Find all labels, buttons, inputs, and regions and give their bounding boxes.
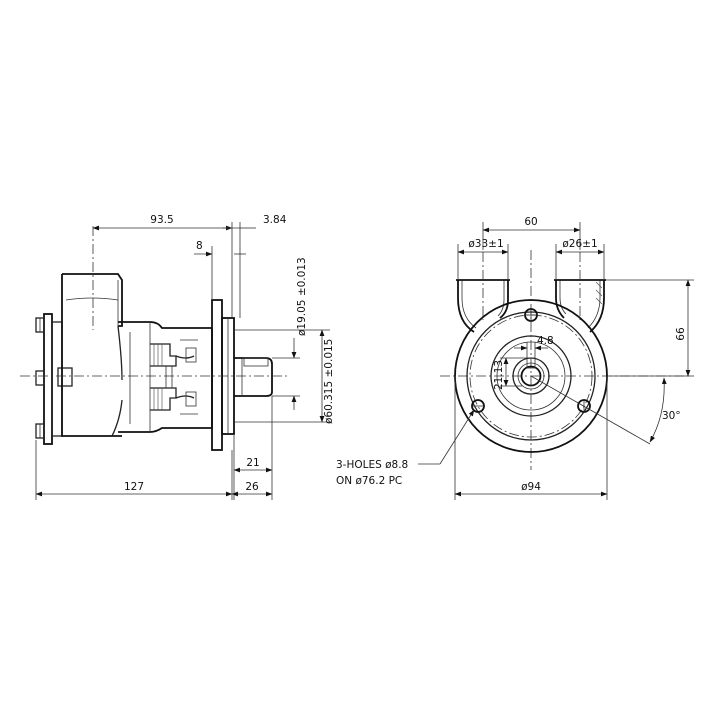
dim-3-84: 3.84 xyxy=(222,214,287,318)
dim-angle-30: 30° xyxy=(530,375,681,445)
dim-21-label: 21 xyxy=(246,457,259,469)
dim-angle-30-label: 30° xyxy=(662,410,681,422)
dim-94-label: ø94 xyxy=(521,481,541,493)
dim-94: ø94 xyxy=(454,376,608,500)
dim-66: 66 xyxy=(606,279,694,377)
dim-port-left: ø33±1 xyxy=(457,238,509,280)
dim-93-5: 93.5 xyxy=(92,214,233,318)
dim-8-label: 8 xyxy=(196,240,203,252)
dim-port-right: ø26±1 xyxy=(555,238,605,280)
holes-note-line1: 3-HOLES ø8.8 xyxy=(336,459,408,471)
dim-shaft-diameter: ø19.05 ±0.013 xyxy=(272,257,308,410)
dim-26-label: 26 xyxy=(245,481,259,493)
dim-127: 127 xyxy=(35,440,233,500)
pump-body xyxy=(35,273,273,451)
dim-spigot-diameter-label: ø60.315 ±0.015 xyxy=(323,339,335,424)
dim-93-5-label: 93.5 xyxy=(150,214,173,226)
port-right xyxy=(554,252,606,333)
dim-66-label: 66 xyxy=(675,327,687,341)
dim-60: 60 xyxy=(482,216,581,250)
dim-4-8-label: 4.8 xyxy=(537,335,554,347)
dim-shaft-diameter-label: ø19.05 ±0.013 xyxy=(296,257,308,336)
dim-port-right-label: ø26±1 xyxy=(562,238,597,250)
dim-port-left-label: ø33±1 xyxy=(468,238,503,250)
side-view: 93.5 3.84 8 ø19.05 ±0.013 xyxy=(20,214,335,500)
holes-note: 3-HOLES ø8.8 ON ø76.2 PC xyxy=(336,409,475,487)
dim-21-13: 21.13 xyxy=(493,357,527,390)
dim-3-84-label: 3.84 xyxy=(263,214,287,226)
dim-26: 26 xyxy=(231,476,273,500)
dim-spigot-diameter: ø60.315 ±0.015 xyxy=(234,329,335,424)
dim-8: 8 xyxy=(194,240,246,300)
dim-127-label: 127 xyxy=(124,481,144,493)
port-left xyxy=(456,252,510,333)
front-view: 60 ø33±1 ø26±1 66 4.8 xyxy=(336,216,694,500)
dim-4-8: 4.8 xyxy=(514,335,554,358)
dim-60-label: 60 xyxy=(524,216,537,228)
dim-21-13-label: 21.13 xyxy=(493,360,505,390)
holes-note-line2: ON ø76.2 PC xyxy=(336,475,402,487)
dim-21: 21 xyxy=(233,396,273,500)
